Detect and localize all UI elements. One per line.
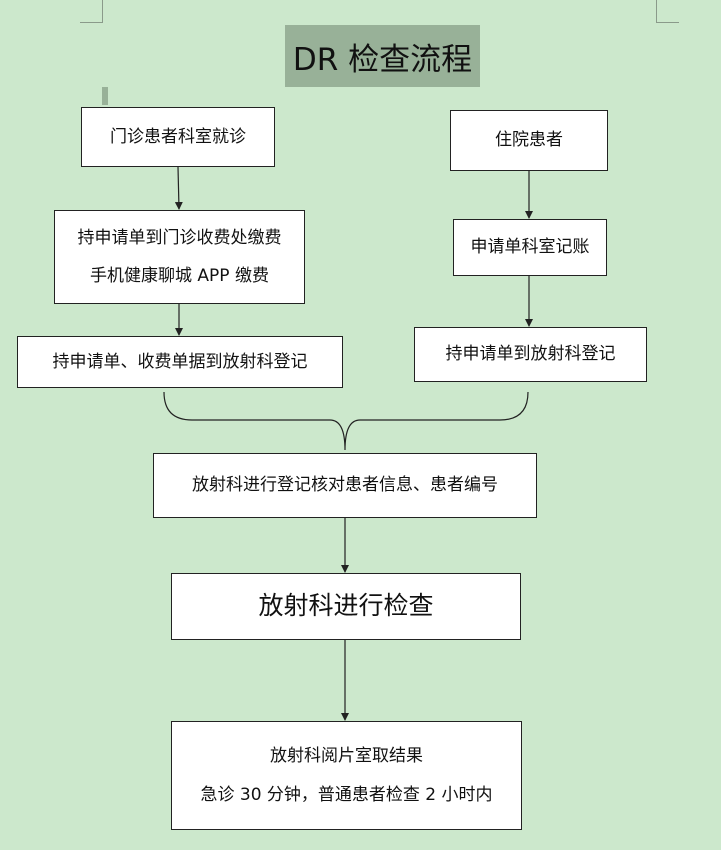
node-register-inpatient-label: 持申请单到放射科登记 [445, 344, 616, 365]
node-result: 放射科阅片室取结果 急诊 30 分钟，普通患者检查 2 小时内 [171, 721, 522, 830]
diagram-title: DR 检查流程 [285, 25, 480, 87]
node-payment-line-1: 持申请单到门诊收费处缴费 [77, 227, 282, 248]
node-inpatient-label: 住院患者 [495, 130, 563, 151]
node-result-line-1: 放射科阅片室取结果 [270, 746, 423, 767]
node-outpatient: 门诊患者科室就诊 [81, 107, 275, 167]
page-corner-mark-left [80, 0, 103, 23]
node-register-outpatient-label: 持申请单、收费单据到放射科登记 [52, 351, 308, 372]
node-payment-line-2: 手机健康聊城 APP 缴费 [90, 266, 269, 286]
text-cursor [102, 87, 108, 105]
node-dept-billing: 申请单科室记账 [453, 219, 607, 276]
node-outpatient-label: 门诊患者科室就诊 [110, 126, 246, 147]
node-verify-label: 放射科进行登记核对患者信息、患者编号 [192, 475, 498, 496]
node-register-inpatient: 持申请单到放射科登记 [414, 327, 647, 382]
diagram-title-text: DR 检查流程 [292, 41, 473, 78]
merge-brace [163, 391, 529, 451]
node-dept-billing-label: 申请单科室记账 [470, 237, 590, 258]
node-register-outpatient: 持申请单、收费单据到放射科登记 [17, 336, 343, 388]
node-exam-label: 放射科进行检查 [258, 591, 434, 621]
node-verify: 放射科进行登记核对患者信息、患者编号 [153, 453, 537, 518]
node-exam: 放射科进行检查 [171, 573, 521, 640]
node-result-line-2: 急诊 30 分钟，普通患者检查 2 小时内 [200, 784, 493, 805]
page-corner-mark-right [656, 0, 679, 23]
node-payment: 持申请单到门诊收费处缴费 手机健康聊城 APP 缴费 [54, 210, 305, 304]
arrow-outpatient-to-pay [174, 166, 183, 210]
node-inpatient: 住院患者 [450, 110, 608, 171]
